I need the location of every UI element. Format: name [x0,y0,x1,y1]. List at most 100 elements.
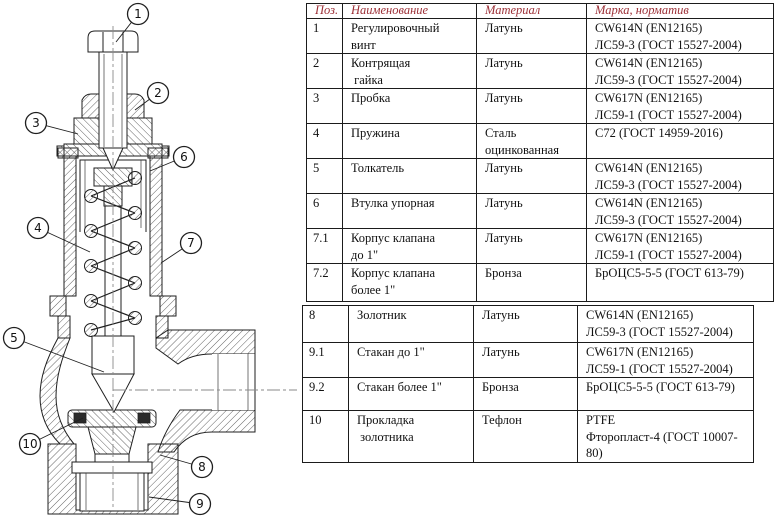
position-cell: 1 [306,18,343,54]
name-cell: Прокладка золотника [348,410,474,463]
column-header: Марка, норматив [586,3,774,19]
position-cell-line: 8 [309,308,316,322]
position-cell: 7.2 [306,263,343,302]
position-cell: 8 [302,305,349,343]
name-cell-line: Контрящая [351,56,411,70]
material-cell: Латунь [473,342,578,378]
position-cell-line: 9.2 [309,380,325,394]
callout-number: 8 [198,460,206,474]
grade-cell-line: БрОЦС5-5-5 (ГОСТ 613-79) [586,380,735,394]
position-cell: 10 [302,410,349,463]
callout-circle [18,432,42,456]
grade-cell: CW614N (EN12165)ЛС59-3 (ГОСТ 15527-2004) [586,18,774,54]
name-cell-line: Стакан более 1" [357,380,442,394]
material-cell: Бронза [473,377,578,411]
material-cell-line: Латунь [485,231,523,245]
seat-gasket-left [73,412,87,424]
position-cell: 3 [306,88,343,124]
callout-number: 4 [34,221,42,235]
grade-cell-line: Фторопласт-4 (ГОСТ 10007- [586,429,738,444]
material-cell-line: Латунь [485,161,523,175]
name-cell: Золотник [348,305,474,343]
material-cell-line: Тефлон [482,413,522,427]
name-cell-line: Втулка упорная [351,196,435,210]
callout-circle [179,231,203,255]
material-cell-line: Латунь [482,308,520,322]
position-cell-line: 7.2 [313,266,329,280]
callout-circle [190,455,214,479]
callout-circle [126,2,150,26]
material-cell: Бронза [476,263,587,302]
material-cell: Латунь [476,228,587,264]
grade-cell-line: ЛС59-3 (ГОСТ 15527-2004) [586,324,733,339]
grade-cell-line: CW614N (EN12165) [586,308,694,322]
disc [87,426,137,455]
name-cell: Контрящая гайка [342,53,477,89]
material-cell: Латунь [473,305,578,343]
grade-cell-line: ЛС59-3 (ГОСТ 15527-2004) [595,212,742,227]
bonnet-ear-left [56,145,65,157]
position-cell-line: 7.1 [313,231,329,245]
position-cell-line: 6 [313,196,320,210]
name-cell-line: до 1" [351,247,379,262]
grade-cell-line: CW614N (EN12165) [595,161,703,175]
grade-cell: CW617N (EN12165) ЛС59-1 (ГОСТ 15527-2004) [577,342,754,378]
material-cell-line: оцинкованная [485,142,559,157]
name-cell: Пробка [342,88,477,124]
grade-cell-line: ЛС59-3 (ГОСТ 15527-2004) [595,177,742,192]
position-cell: 6 [306,193,343,229]
name-cell-line: Пробка [351,91,391,105]
grade-cell-line: CW614N (EN12165) [595,21,703,35]
name-cell-line: Стакан до 1" [357,345,425,359]
grade-cell-line: CW617N (EN12165) [595,231,703,245]
name-cell-line: Корпус клапана [351,231,435,245]
position-cell-line: 5 [313,161,320,175]
material-cell: Латунь [476,18,587,54]
grade-cell-line: CW617N (EN12165) [586,345,694,359]
position-cell: 4 [306,123,343,159]
name-cell: Стакан более 1" [348,377,474,411]
grade-cell: CW614N (EN12165) ЛС59-3 (ГОСТ 15527-2004) [586,158,774,194]
column-header: Материал [476,3,587,19]
material-cell-line: Латунь [482,345,520,359]
position-cell-line: 1 [313,21,320,35]
grade-cell-line: ЛС59-1 (ГОСТ 15527-2004) [586,361,733,376]
material-cell-line: Латунь [485,196,523,210]
name-cell: Стакан до 1" [348,342,474,378]
adjusting-screw-head [87,30,139,53]
callout-circle [172,145,196,169]
grade-cell-line: CW614N (EN12165) [595,56,703,70]
callout-circle [146,81,170,105]
name-cell: Втулка упорная [342,193,477,229]
side-port-bore [212,354,255,410]
callout-circle [188,492,212,516]
material-cell-line: Латунь [485,21,523,35]
position-cell: 2 [306,53,343,89]
grade-cell-line: 80) [586,446,603,460]
cup-body [79,472,145,512]
position-cell-line: 4 [313,126,320,140]
callout-number: 7 [187,236,195,250]
name-cell-line: Регулировочный [351,21,440,35]
parts-row: 9.1 Стакан до 1" Латунь CW617N (EN12165) ЛС5… [302,342,754,378]
material-cell: Латунь [476,88,587,124]
grade-cell-line: PTFE [586,413,616,427]
position-cell-line: 2 [313,56,320,70]
material-cell: Латунь [476,193,587,229]
material-cell-line: Латунь [485,56,523,70]
material-cell: Тефлон [473,410,578,463]
position-cell-line: 9.1 [309,345,325,359]
parts-row: 9.2 Стакан более 1" Бронза БрОЦС5-5-5 (ГОСТ… [302,377,754,411]
material-cell-line: Бронза [485,266,522,280]
grade-cell: БрОЦС5-5-5 (ГОСТ 613-79) [577,377,754,411]
name-cell-line: более 1" [351,282,396,297]
position-cell: 9.2 [302,377,349,411]
